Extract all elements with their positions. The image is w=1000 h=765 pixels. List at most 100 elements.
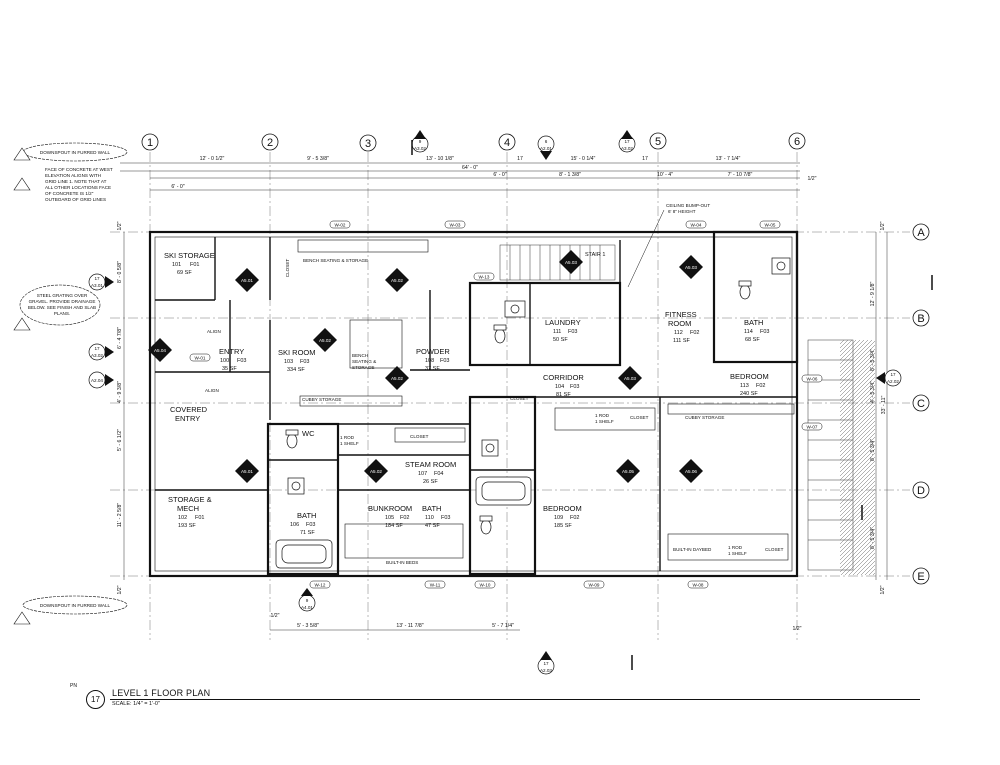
section-mark-top-1: 9A3.02 xyxy=(411,130,429,153)
section-mark-left-3: A2.04 xyxy=(88,371,114,389)
grid-bubbles: 1 2 3 4 5 6 A B C D E xyxy=(141,132,930,585)
note-concrete-face: FACE OF CONCRETE AT WEST ELEVATION ALIGN… xyxy=(13,167,113,202)
svg-text:108: 108 xyxy=(425,358,434,364)
svg-text:102: 102 xyxy=(178,515,187,521)
grid-bubble-2: 2 xyxy=(261,133,279,151)
svg-text:BUILT-IN BEDS: BUILT-IN BEDS xyxy=(386,560,418,565)
grid-bubble-D: D xyxy=(912,481,930,499)
svg-text:1/2": 1/2" xyxy=(117,585,123,594)
svg-text:BATH: BATH xyxy=(297,511,316,520)
svg-text:1/2": 1/2" xyxy=(792,626,801,632)
toilet-fixture xyxy=(285,429,299,449)
svg-text:17: 17 xyxy=(624,139,630,144)
svg-text:8' - 0 5/8": 8' - 0 5/8" xyxy=(117,261,123,283)
interior-walls xyxy=(155,230,799,576)
svg-text:A2.03: A2.03 xyxy=(540,668,552,673)
svg-text:FITNESS: FITNESS xyxy=(665,310,697,319)
svg-text:BUILT-IN DAYBED: BUILT-IN DAYBED xyxy=(673,547,712,552)
svg-text:W-04: W-04 xyxy=(691,223,702,228)
svg-text:SKI STORAGE: SKI STORAGE xyxy=(164,251,215,260)
svg-text:F02: F02 xyxy=(570,515,579,521)
svg-text:STAIR 1: STAIR 1 xyxy=(585,252,605,258)
svg-text:ROOM: ROOM xyxy=(668,319,691,328)
svg-text:10' - 4": 10' - 4" xyxy=(657,172,673,178)
svg-text:111 SF: 111 SF xyxy=(673,338,691,344)
svg-text:A5.03: A5.03 xyxy=(565,260,577,265)
dimension-strings xyxy=(120,162,888,631)
svg-text:11' - 2 5/8": 11' - 2 5/8" xyxy=(117,503,123,528)
svg-text:17: 17 xyxy=(642,156,648,162)
svg-text:9: 9 xyxy=(306,598,309,603)
svg-text:A5.03: A5.03 xyxy=(624,376,636,381)
svg-text:STORAGE &: STORAGE & xyxy=(168,495,212,504)
svg-text:F03: F03 xyxy=(237,358,246,364)
svg-text:BATH: BATH xyxy=(744,318,763,327)
svg-text:F03: F03 xyxy=(570,384,579,390)
svg-text:CEILING BUMP-OUT: CEILING BUMP-OUT xyxy=(666,203,710,208)
svg-text:68 SF: 68 SF xyxy=(745,337,760,343)
svg-text:FACE OF CONCRETE AT WEST: FACE OF CONCRETE AT WEST xyxy=(45,167,113,172)
grid-bubble-C: C xyxy=(912,394,930,412)
svg-text:MECH: MECH xyxy=(177,504,199,513)
svg-text:A2.04: A2.04 xyxy=(91,378,103,383)
svg-text:A2.01: A2.01 xyxy=(540,146,552,151)
svg-text:ALIGN: ALIGN xyxy=(205,388,219,393)
svg-text:F01: F01 xyxy=(195,515,204,521)
svg-text:CLOSET: CLOSET xyxy=(285,259,290,278)
svg-text:6' - 0": 6' - 0" xyxy=(171,184,184,190)
elevation-tag: A5.02 xyxy=(313,328,337,352)
elevation-tag: A5.04 xyxy=(148,338,172,362)
svg-text:A5.02: A5.02 xyxy=(391,278,403,283)
svg-text:13' - 10 1/8": 13' - 10 1/8" xyxy=(426,156,454,162)
svg-text:17: 17 xyxy=(517,156,523,162)
svg-text:101: 101 xyxy=(172,262,181,268)
svg-text:W-10: W-10 xyxy=(480,583,491,588)
bathtub-fixture xyxy=(475,476,532,506)
svg-text:ALL OTHER LOCATIONS FACE: ALL OTHER LOCATIONS FACE xyxy=(45,185,111,190)
svg-text:112: 112 xyxy=(674,330,683,336)
svg-text:50 SF: 50 SF xyxy=(553,337,568,343)
svg-text:BEDROOM: BEDROOM xyxy=(543,504,582,513)
svg-text:SEATING &: SEATING & xyxy=(352,359,376,364)
svg-text:106: 106 xyxy=(290,522,299,528)
svg-text:240 SF: 240 SF xyxy=(740,391,758,397)
svg-text:ENTRY: ENTRY xyxy=(175,414,200,423)
svg-text:37 SF: 37 SF xyxy=(425,366,440,372)
drawing-title: LEVEL 1 FLOOR PLAN xyxy=(112,688,211,698)
svg-text:W-11: W-11 xyxy=(430,583,441,588)
svg-text:193 SF: 193 SF xyxy=(178,523,196,529)
svg-text:CLOSET: CLOSET xyxy=(765,547,784,552)
svg-text:CLOSET: CLOSET xyxy=(510,396,529,401)
svg-text:9: 9 xyxy=(419,139,422,144)
elevation-tag: A5.03 xyxy=(559,250,583,274)
svg-text:6: 6 xyxy=(545,139,548,144)
svg-text:E: E xyxy=(917,571,924,583)
svg-text:A5.06: A5.06 xyxy=(685,469,697,474)
svg-text:6' 8" HEIGHT: 6' 8" HEIGHT xyxy=(668,209,696,214)
note-downspout-top: DOWNSPOUT IN FURRED WALL xyxy=(13,142,128,162)
grid-bubble-3: 3 xyxy=(359,134,377,152)
north-arrow-icon: PN xyxy=(70,683,77,689)
svg-text:1: 1 xyxy=(147,137,153,149)
svg-text:POWDER: POWDER xyxy=(416,347,450,356)
svg-text:A3.02: A3.02 xyxy=(91,353,103,358)
svg-text:STEAM ROOM: STEAM ROOM xyxy=(405,460,456,469)
svg-text:A5.01: A5.01 xyxy=(241,278,253,283)
grid-bubble-A: A xyxy=(912,223,930,241)
elevation-tag: A5.02 xyxy=(385,268,409,292)
svg-text:BELOW. SEE FINISH AND SLAB: BELOW. SEE FINISH AND SLAB xyxy=(28,305,96,310)
svg-text:A5.02: A5.02 xyxy=(370,469,382,474)
grid-bubble-1: 1 xyxy=(141,133,159,151)
